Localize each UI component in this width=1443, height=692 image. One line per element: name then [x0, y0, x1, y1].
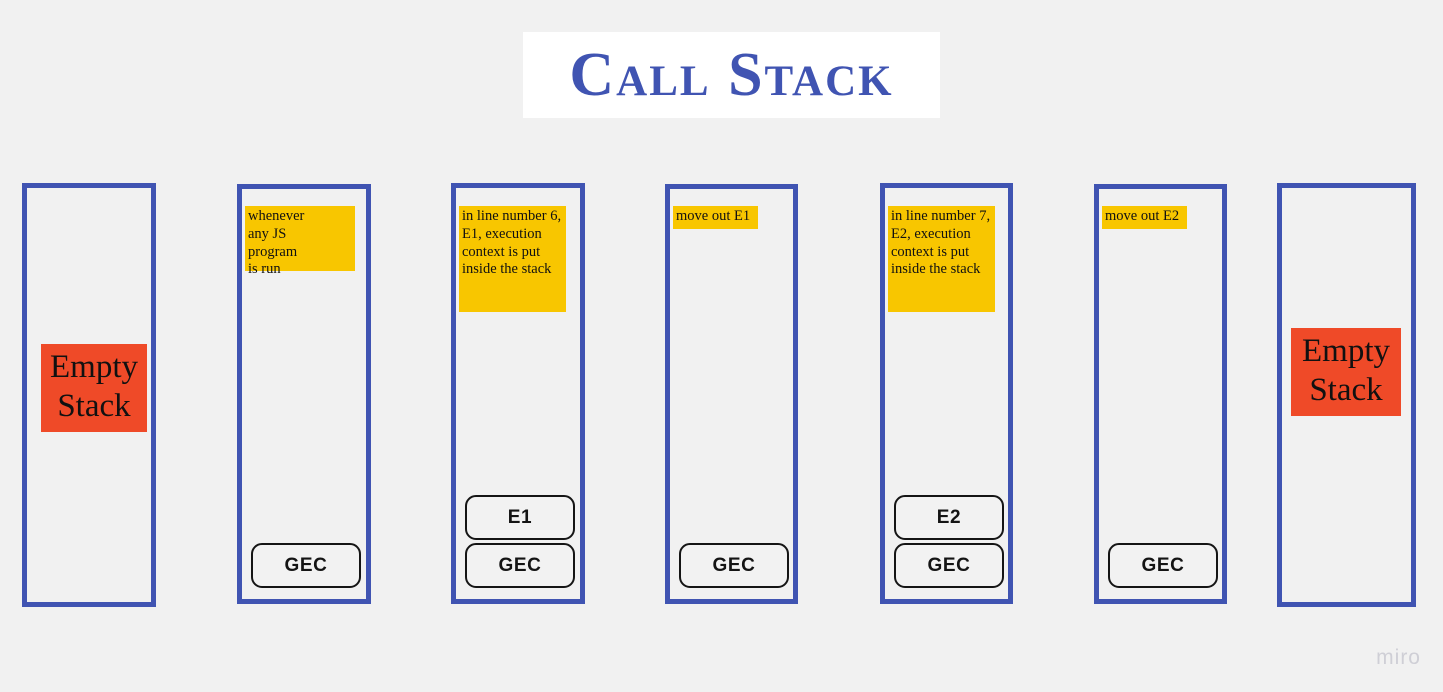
stack-column-e2-popped[interactable]: move out E2 GEC	[1094, 184, 1227, 604]
stack-frame-e2[interactable]: E2	[894, 495, 1004, 540]
empty-stack-label: Empty Stack	[1291, 328, 1401, 416]
stack-column-gec-pushed[interactable]: whenever any JS program is run GEC	[237, 184, 371, 604]
stack-column-inner: in line number 6, E1, execution context …	[456, 188, 580, 599]
stack-frame-gec[interactable]: GEC	[1108, 543, 1218, 588]
page-title: Call Stack	[569, 41, 894, 109]
stack-column-e2-pushed[interactable]: in line number 7, E2, execution context …	[880, 183, 1013, 604]
annotation-note: in line number 6, E1, execution context …	[459, 206, 566, 312]
stack-column-empty-stack-initial[interactable]: Empty Stack	[22, 183, 156, 607]
stack-frame-gec[interactable]: GEC	[894, 543, 1004, 588]
stack-frame-gec[interactable]: GEC	[465, 543, 575, 588]
stack-column-inner: move out E2 GEC	[1099, 189, 1222, 599]
stack-column-inner: move out E1 GEC	[670, 189, 793, 599]
stack-frame-e1[interactable]: E1	[465, 495, 575, 540]
annotation-note: in line number 7, E2, execution context …	[888, 206, 995, 312]
miro-watermark: miro	[1376, 646, 1421, 669]
stack-column-inner: Empty Stack	[27, 188, 151, 602]
stack-column-inner: in line number 7, E2, execution context …	[885, 188, 1008, 599]
annotation-note: move out E1	[673, 206, 759, 229]
stack-frame-gec[interactable]: GEC	[679, 543, 789, 588]
stack-column-inner: whenever any JS program is run GEC	[242, 189, 366, 599]
annotation-note: move out E2	[1102, 206, 1188, 229]
empty-stack-label: Empty Stack	[41, 344, 147, 432]
stack-column-empty-stack-final[interactable]: Empty Stack	[1277, 183, 1416, 607]
stack-column-inner: Empty Stack	[1282, 188, 1411, 602]
stack-column-e1-popped[interactable]: move out E1 GEC	[665, 184, 798, 604]
stack-column-e1-pushed[interactable]: in line number 6, E1, execution context …	[451, 183, 585, 604]
title-card: Call Stack	[523, 32, 940, 118]
annotation-note: whenever any JS program is run	[245, 206, 355, 277]
stack-frame-gec[interactable]: GEC	[251, 543, 361, 588]
